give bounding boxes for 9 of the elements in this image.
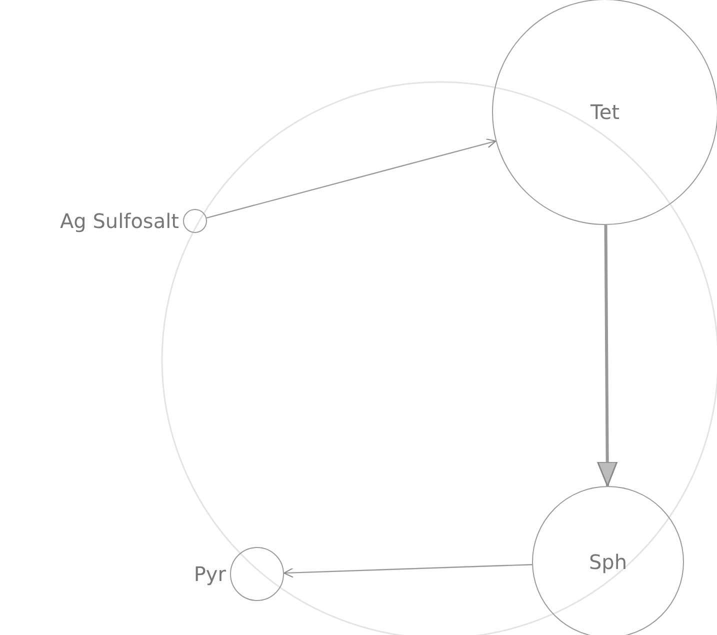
node-label: Ag Sulfosalt [58, 209, 179, 233]
node-label: Tet [590, 100, 620, 124]
node-label: Sph [588, 550, 628, 574]
arrow [206, 138, 496, 218]
node-label: Pyr [192, 562, 226, 586]
arrow [283, 564, 532, 578]
circle-node [532, 486, 684, 635]
arrow [597, 224, 618, 487]
circle-node [492, 0, 717, 225]
